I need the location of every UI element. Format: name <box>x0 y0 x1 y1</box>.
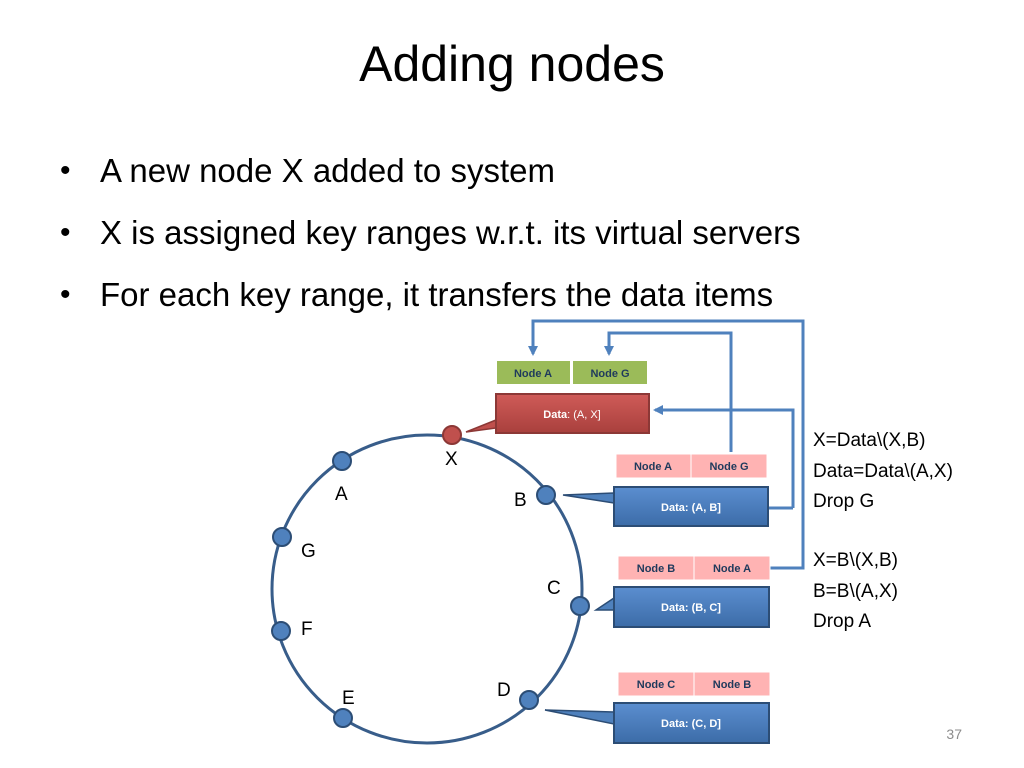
replica-box <box>573 361 647 384</box>
node-g-label: G <box>301 541 316 562</box>
replica-label: Node C <box>637 679 676 691</box>
node-x-label: X <box>445 449 458 470</box>
d-group: Node C Node B Data: (C, D] <box>613 671 771 744</box>
replica-box <box>617 671 695 697</box>
bullet-icon: • <box>60 154 71 187</box>
data-range: : (A, X] <box>567 409 601 421</box>
arrow-to-node-g <box>604 331 733 452</box>
slide-title: Adding nodes <box>359 36 665 92</box>
pointer-b <box>562 492 615 504</box>
note-line: B=B\(A,X) <box>813 581 898 602</box>
data-prefix: Data <box>543 409 568 421</box>
data-box <box>613 486 769 527</box>
replica-box <box>615 453 692 479</box>
replica-label: Node A <box>634 461 672 473</box>
bullet-icon: • <box>60 278 71 311</box>
pointer-c <box>593 596 615 611</box>
node-e-label: E <box>342 688 355 709</box>
pointer-d <box>544 709 615 725</box>
node-c-dot <box>570 596 590 616</box>
data-label: Data: (B, C] <box>661 602 721 614</box>
note-line: Data=Data\(A,X) <box>813 461 953 482</box>
node-f-label: F <box>301 619 313 640</box>
notes-top: X=Data\(X,B) Data=Data\(A,X) Drop G <box>813 430 953 512</box>
arrow-to-node-a <box>528 319 805 570</box>
data-label: Data: (A, X] <box>543 409 600 421</box>
data-label: Data: (A, B] <box>661 502 721 514</box>
node-b-dot <box>536 485 556 505</box>
bullet-item: • For each key range, it transfers the da… <box>56 264 801 326</box>
node-f-dot <box>271 621 291 641</box>
x-group: Node A Node G Data: (A, X] <box>495 361 650 434</box>
page-number: 37 <box>946 726 962 742</box>
replica-box <box>497 361 570 384</box>
pointer-x <box>465 418 497 433</box>
callout-pointers <box>465 418 615 725</box>
node-d-label: D <box>497 680 511 701</box>
replica-box <box>690 453 768 479</box>
data-label: Data: (C, D] <box>661 718 721 730</box>
replica-box <box>693 555 771 581</box>
replica-label: Node G <box>709 461 748 473</box>
bullet-text: A new node X added to system <box>100 152 555 189</box>
ring-nodes <box>271 425 590 728</box>
bullet-list: • A new node X added to system • X is assi… <box>56 140 801 326</box>
data-box <box>613 702 770 744</box>
note-line: Drop G <box>813 491 874 512</box>
data-box <box>495 393 650 434</box>
arrow-to-x-data <box>653 405 795 508</box>
note-line: X=Data\(X,B) <box>813 430 925 451</box>
c-group: Node B Node A Data: (B, C] <box>613 555 771 628</box>
node-labels: X A B G C F D E <box>301 449 561 709</box>
node-a-label: A <box>335 484 348 505</box>
node-e-dot <box>333 708 353 728</box>
node-x-dot <box>442 425 462 445</box>
bullet-text: For each key range, it transfers the dat… <box>100 276 774 313</box>
node-b-label: B <box>514 490 527 511</box>
ring-circle <box>270 433 584 745</box>
bullet-text: X is assigned key ranges w.r.t. its virt… <box>100 214 801 251</box>
node-c-label: C <box>547 578 561 599</box>
note-line: Drop A <box>813 611 871 632</box>
data-box <box>613 586 770 628</box>
notes-bottom: X=B\(X,B) B=B\(A,X) Drop A <box>813 550 898 632</box>
transfer-arrows <box>528 319 805 570</box>
replica-box <box>693 671 771 697</box>
node-d-dot <box>519 690 539 710</box>
replica-label: Node B <box>637 563 676 575</box>
b-group: Node A Node G Data: (A, B] <box>613 453 769 527</box>
node-a-dot <box>332 451 352 471</box>
replica-label: Node B <box>713 679 752 691</box>
node-g-dot <box>272 527 292 547</box>
note-line: X=B\(X,B) <box>813 550 898 571</box>
bullet-icon: • <box>60 216 71 249</box>
replica-label: Node A <box>713 563 751 575</box>
replica-box <box>617 555 695 581</box>
bullet-item: • A new node X added to system <box>56 140 801 202</box>
bullet-item: • X is assigned key ranges w.r.t. its vir… <box>56 202 801 264</box>
replica-label: Node G <box>590 368 629 380</box>
replica-label: Node A <box>514 368 552 380</box>
